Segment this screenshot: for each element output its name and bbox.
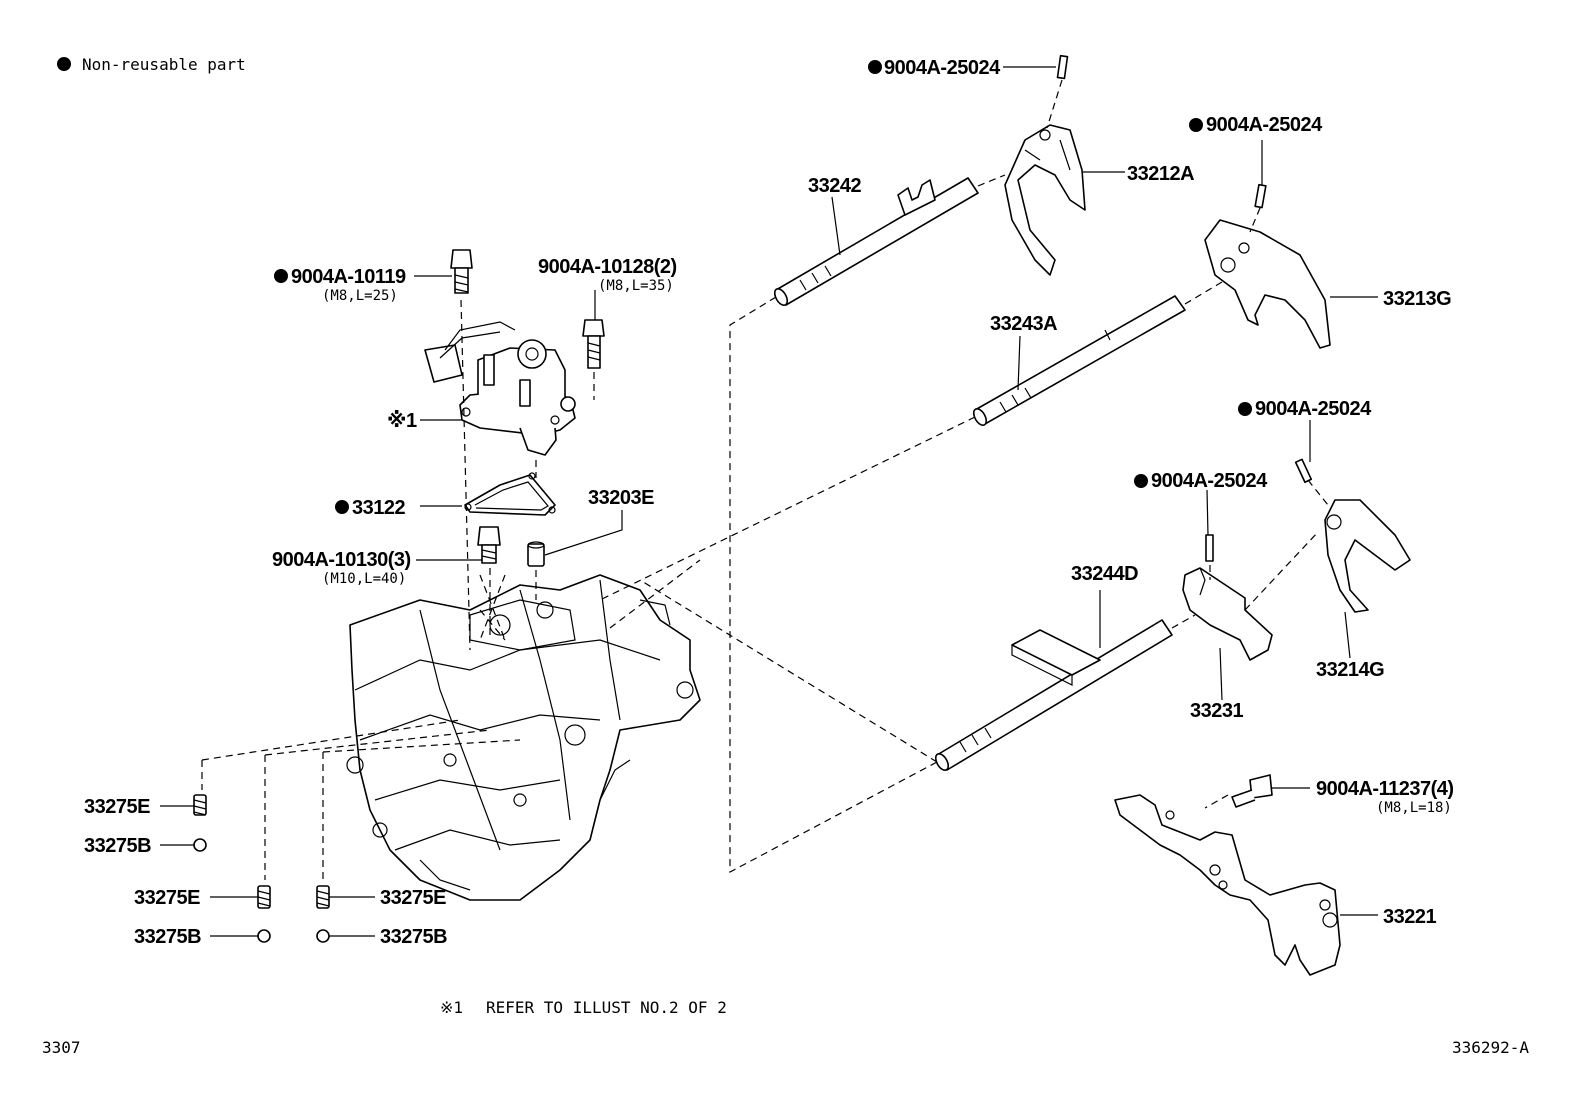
callout-9004a-11237: 9004A-11237(4) xyxy=(1316,778,1454,800)
shift-head-33231[interactable] xyxy=(1182,567,1273,661)
detent-spring-3[interactable] xyxy=(316,885,330,909)
non-reusable-dot-icon xyxy=(1134,474,1148,488)
callout-33275b-3: 33275B xyxy=(380,926,447,948)
callout-33242: 33242 xyxy=(808,175,861,197)
callout-33275b-1: 33275B xyxy=(84,835,151,857)
footer-right-code: 336292-A xyxy=(1452,1038,1529,1057)
callout-33231: 33231 xyxy=(1190,700,1243,722)
callout-33221: 33221 xyxy=(1383,906,1436,928)
callout-9004a-10128-sub: (M8,L=35) xyxy=(598,278,674,294)
bolt-9004a-10130[interactable] xyxy=(477,526,501,564)
non-reusable-dot-icon xyxy=(868,60,882,74)
footnote: ※1 REFER TO ILLUST NO.2 OF 2 xyxy=(440,998,727,1017)
callout-33275b-2: 33275B xyxy=(134,926,201,948)
legend: Non-reusable part xyxy=(57,55,246,74)
callout-9004a-25024-top: 9004A-25024 xyxy=(884,57,1001,79)
gasket-33122[interactable] xyxy=(464,472,556,516)
shift-control-housing[interactable] xyxy=(424,321,576,456)
pin-33203e[interactable] xyxy=(527,541,545,567)
legend-text: Non-reusable part xyxy=(82,55,246,74)
callout-9004a-25024-b: 9004A-25024 xyxy=(1206,114,1323,136)
roll-pin-d[interactable] xyxy=(1294,458,1313,484)
transmission-case[interactable] xyxy=(346,574,701,901)
callout-33213g: 33213G xyxy=(1383,288,1451,310)
non-reusable-dot-icon xyxy=(1238,402,1252,416)
callout-33243a: 33243A xyxy=(990,313,1057,335)
callout-9004a-10128: 9004A-10128(2) xyxy=(538,256,677,278)
footnote-symbol: ※1 xyxy=(440,998,463,1017)
detent-ball-3[interactable] xyxy=(316,929,330,943)
bolt-9004a-11237[interactable] xyxy=(1231,774,1273,808)
detent-spring-1[interactable] xyxy=(193,794,207,816)
callout-33122: 33122 xyxy=(352,497,405,519)
shift-fork-shaft-33244d[interactable] xyxy=(933,619,1173,772)
callout-9004a-10130: 9004A-10130(3) xyxy=(272,549,411,571)
callout-9004a-10130-sub: (M10,L=40) xyxy=(322,571,406,587)
shift-fork-33213g[interactable] xyxy=(1204,219,1331,349)
bolt-9004a-10128[interactable] xyxy=(582,319,605,369)
bolt-9004a-10119[interactable] xyxy=(450,249,473,294)
callout-9004a-25024-c: 9004A-25024 xyxy=(1255,398,1372,420)
callout-9004a-11237-sub: (M8,L=18) xyxy=(1376,800,1452,816)
callout-9004a-10119-sub: (M8,L=25) xyxy=(322,288,398,304)
callout-33244d: 33244D xyxy=(1071,563,1138,585)
shift-fork-shaft-33242[interactable] xyxy=(772,177,979,307)
callout-33203e: 33203E xyxy=(588,487,654,509)
non-reusable-dot-icon xyxy=(1189,118,1203,132)
roll-pin-b[interactable] xyxy=(1254,183,1267,209)
roll-pin-c[interactable] xyxy=(1205,534,1214,562)
bracket-33221[interactable] xyxy=(1114,794,1341,976)
callout-9004a-25024-d: 9004A-25024 xyxy=(1151,470,1268,492)
non-reusable-dot-icon xyxy=(57,57,71,71)
detent-spring-2[interactable] xyxy=(257,885,271,909)
shift-fork-shaft-33243a[interactable] xyxy=(971,295,1186,427)
callout-9004a-10119: 9004A-10119 xyxy=(291,266,406,288)
non-reusable-dot-icon xyxy=(274,269,288,283)
footnote-text: REFER TO ILLUST NO.2 OF 2 xyxy=(486,998,727,1017)
callout-ref1: ※1 xyxy=(387,410,417,432)
shift-fork-33212a[interactable] xyxy=(1004,124,1086,276)
detent-ball-1[interactable] xyxy=(193,838,207,852)
roll-pin-top[interactable] xyxy=(1056,54,1069,80)
shift-fork-33214g[interactable] xyxy=(1324,499,1411,613)
non-reusable-dot-icon xyxy=(335,500,349,514)
callout-33212a: 33212A xyxy=(1127,163,1194,185)
callout-33275e-3: 33275E xyxy=(380,887,446,909)
callouts: 9004A-25024 33242 33212A 9004A-25024 332… xyxy=(84,57,1454,948)
callout-33214g: 33214G xyxy=(1316,659,1384,681)
callout-33275e-2: 33275E xyxy=(134,887,200,909)
detent-ball-2[interactable] xyxy=(257,929,271,943)
leader-lines xyxy=(160,66,1378,937)
footer-left-code: 3307 xyxy=(42,1038,81,1057)
callout-33275e-1: 33275E xyxy=(84,796,150,818)
